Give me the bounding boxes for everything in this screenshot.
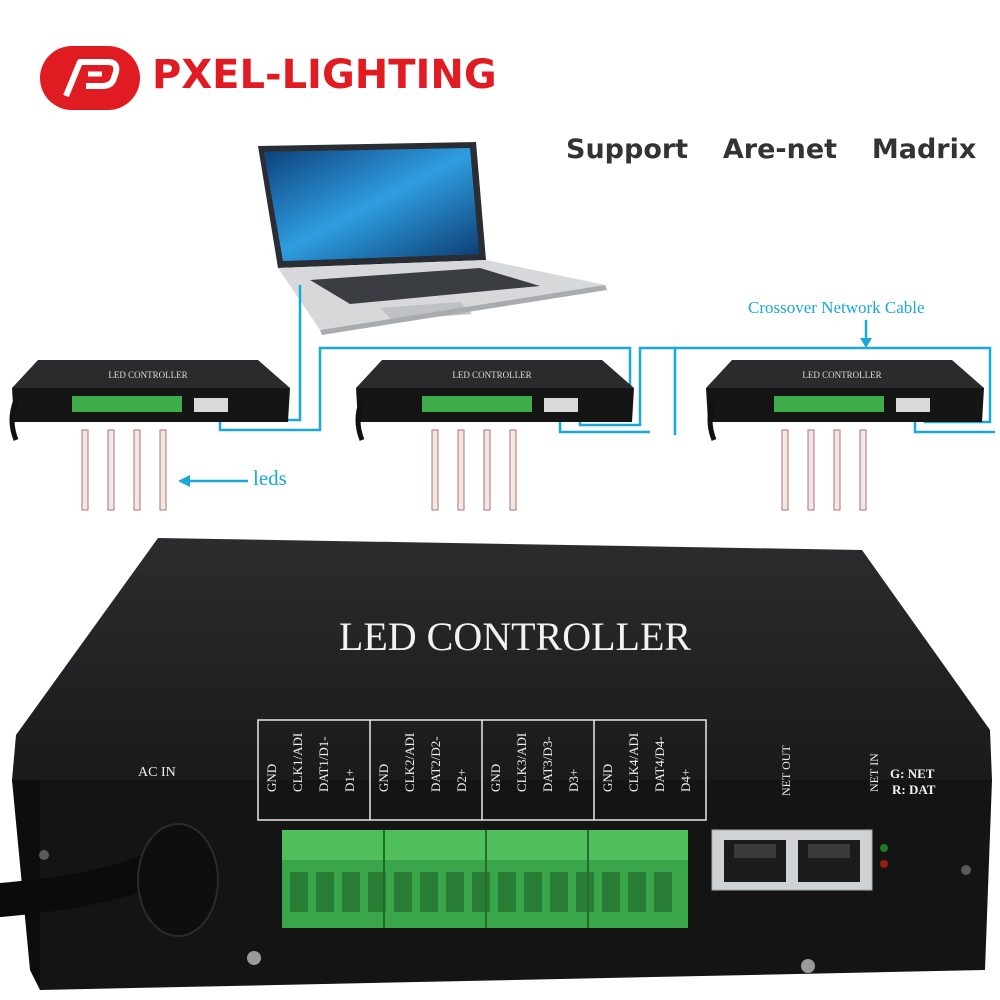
device-title: LED CONTROLLER [339,614,692,659]
port-label: GND [264,764,279,792]
port-label: CLK4/ADI [626,733,641,792]
headline: Support Are-net Madrix [566,134,977,165]
controller-title: LED CONTROLLER [452,370,531,380]
port-label: D1+ [342,769,357,792]
screw-icon [247,951,261,965]
led-legend-dat: R: DAT [892,782,936,797]
screw-icon [801,959,815,973]
port-label: CLK2/ADI [402,733,417,792]
controller-unit-3: LED CONTROLLER [706,360,984,511]
port-label: DAT4/D4- [652,736,667,792]
brand-name: PXEL-LIGHTING [152,52,497,98]
port-label: GND [376,764,391,792]
ac-power-cable [0,823,219,937]
port-label: DAT2/D2- [428,736,443,792]
crossover-cable-label: Crossover Network Cable [748,298,925,317]
led-controller-device: LED CONTROLLER GND CLK1/ADI DAT1/D1- D1+… [0,538,992,990]
terminal-block [282,830,688,928]
port-label: D4+ [678,769,693,792]
controller-unit-2: LED CONTROLLER [355,360,634,511]
laptop-icon [258,142,607,335]
led-legend-net: G: NET [890,766,935,781]
leds-label: leds [253,466,287,490]
controller-unit-1: LED CONTROLLER [9,360,290,511]
net-in-label: NET IN [867,753,881,792]
rj45-ports [711,829,873,891]
dat-led-indicator [880,860,888,868]
port-label: D3+ [566,769,581,792]
pxel-logo-icon [40,46,140,110]
port-label: GND [600,764,615,792]
port-label: CLK1/ADI [290,733,305,792]
port-label: CLK3/ADI [514,733,529,792]
controller-title: LED CONTROLLER [802,370,881,380]
port-label: GND [488,764,503,792]
controller-title: LED CONTROLLER [108,370,187,380]
ac-in-label: AC IN [138,765,176,780]
port-label: DAT1/D1- [316,736,331,792]
net-led-indicator [880,844,888,852]
port-label: D2+ [454,769,469,792]
port-label: DAT3/D3- [540,736,555,792]
net-out-label: NET OUT [779,745,793,796]
